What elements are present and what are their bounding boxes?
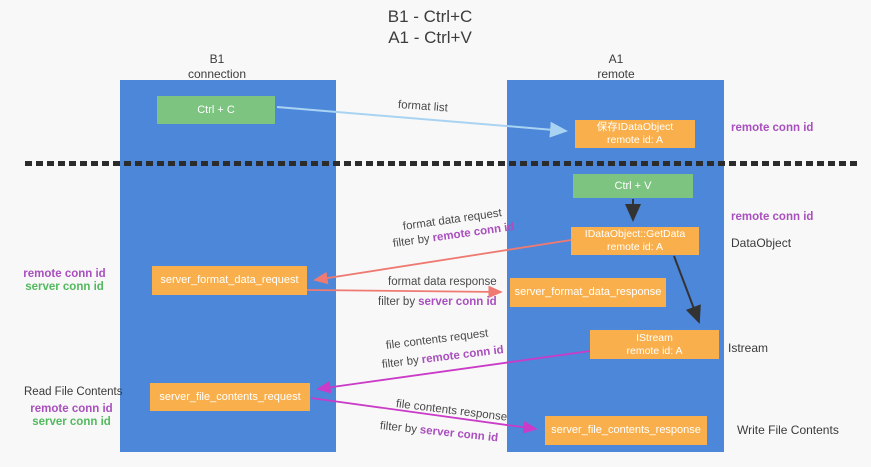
- title-line-1: B1 - Ctrl+C: [387, 7, 473, 26]
- remote-conn-id-annotation-2: remote conn id: [731, 211, 814, 223]
- server-conn-id-text: server conn id: [419, 424, 499, 445]
- server-format-data-request-box: server_format_data_request: [152, 266, 307, 295]
- remote-conn-id-annotation-left-2: remote conn id: [30, 403, 113, 415]
- right-column-header: A1 remote: [597, 52, 634, 82]
- read-file-contents-annotation: Read File Contents: [24, 386, 123, 398]
- server-format-data-response-label: server_format_data_response: [514, 286, 662, 298]
- title-line-2: A1 - Ctrl+V: [388, 28, 472, 47]
- left-column-role: connection: [187, 67, 247, 81]
- save-idataobject-line1: 保存IDataObject: [596, 121, 674, 133]
- istream-line2: remote id: A: [626, 344, 683, 357]
- format-list-label: format list: [397, 99, 449, 115]
- remote-conn-id-annotation-1: remote conn id: [731, 122, 814, 134]
- server-format-data-response-box: server_format_data_response: [510, 278, 666, 307]
- getdata-line1: IDataObject::GetData: [584, 228, 686, 240]
- server-format-data-request-label: server_format_data_request: [160, 274, 299, 286]
- idataobject-getdata-box: IDataObject::GetData remote id: A: [571, 227, 699, 255]
- filter-by-text: filter by: [392, 232, 431, 250]
- file-contents-response-label: file contents response: [395, 398, 508, 424]
- arrow-format-data-response: [306, 285, 503, 299]
- server-file-contents-request-box: server_file_contents_request: [150, 383, 310, 411]
- right-column-name: A1: [608, 52, 624, 66]
- istream-box: IStream remote id: A: [590, 330, 719, 359]
- dashed-separator-line: [25, 161, 861, 166]
- save-idataobject-box: 保存IDataObject remote id: A: [575, 120, 695, 148]
- remote-conn-id-annotation-left-1: remote conn id: [23, 268, 106, 280]
- left-conn-id-annotation-block-2: Read File Contents remote conn id server…: [24, 386, 123, 429]
- save-idataobject-line2: remote id: A: [606, 134, 664, 146]
- write-file-contents-annotation: Write File Contents: [737, 423, 839, 437]
- server-conn-id-annotation-left-2: server conn id: [32, 416, 111, 428]
- left-conn-id-annotation-block-1: remote conn id server conn id: [17, 268, 112, 294]
- right-column-role: remote: [597, 67, 635, 81]
- istream-line1: IStream: [636, 331, 673, 344]
- ctrl-v-label: Ctrl + V: [614, 179, 652, 192]
- ctrl-v-box: Ctrl + V: [573, 174, 693, 198]
- filter-by-text: filter by: [378, 296, 416, 308]
- ctrl-c-box: Ctrl + C: [157, 96, 275, 124]
- server-conn-id-text: server conn id: [418, 296, 497, 308]
- left-column-header: B1 connection: [188, 52, 246, 82]
- istream-annotation: Istream: [728, 341, 769, 355]
- server-file-contents-response-label: server_file_contents_response: [551, 424, 701, 436]
- format-data-response-label: format data response: [388, 276, 497, 288]
- remote-conn-id-text: remote conn id: [421, 344, 505, 367]
- server-file-contents-response-box: server_file_contents_response: [545, 416, 707, 445]
- getdata-line2: remote id: A: [606, 241, 664, 253]
- ctrl-c-label: Ctrl + C: [197, 103, 235, 116]
- left-column-name: B1: [209, 52, 225, 66]
- page-title: B1 - Ctrl+C A1 - Ctrl+V: [388, 6, 473, 48]
- filter-by-text: filter by: [381, 354, 420, 371]
- server-conn-id-annotation-left-1: server conn id: [25, 281, 104, 293]
- dataobject-annotation: DataObject: [731, 236, 792, 250]
- server-file-contents-request-label: server_file_contents_request: [159, 390, 301, 403]
- filter-by-text: filter by: [379, 420, 418, 436]
